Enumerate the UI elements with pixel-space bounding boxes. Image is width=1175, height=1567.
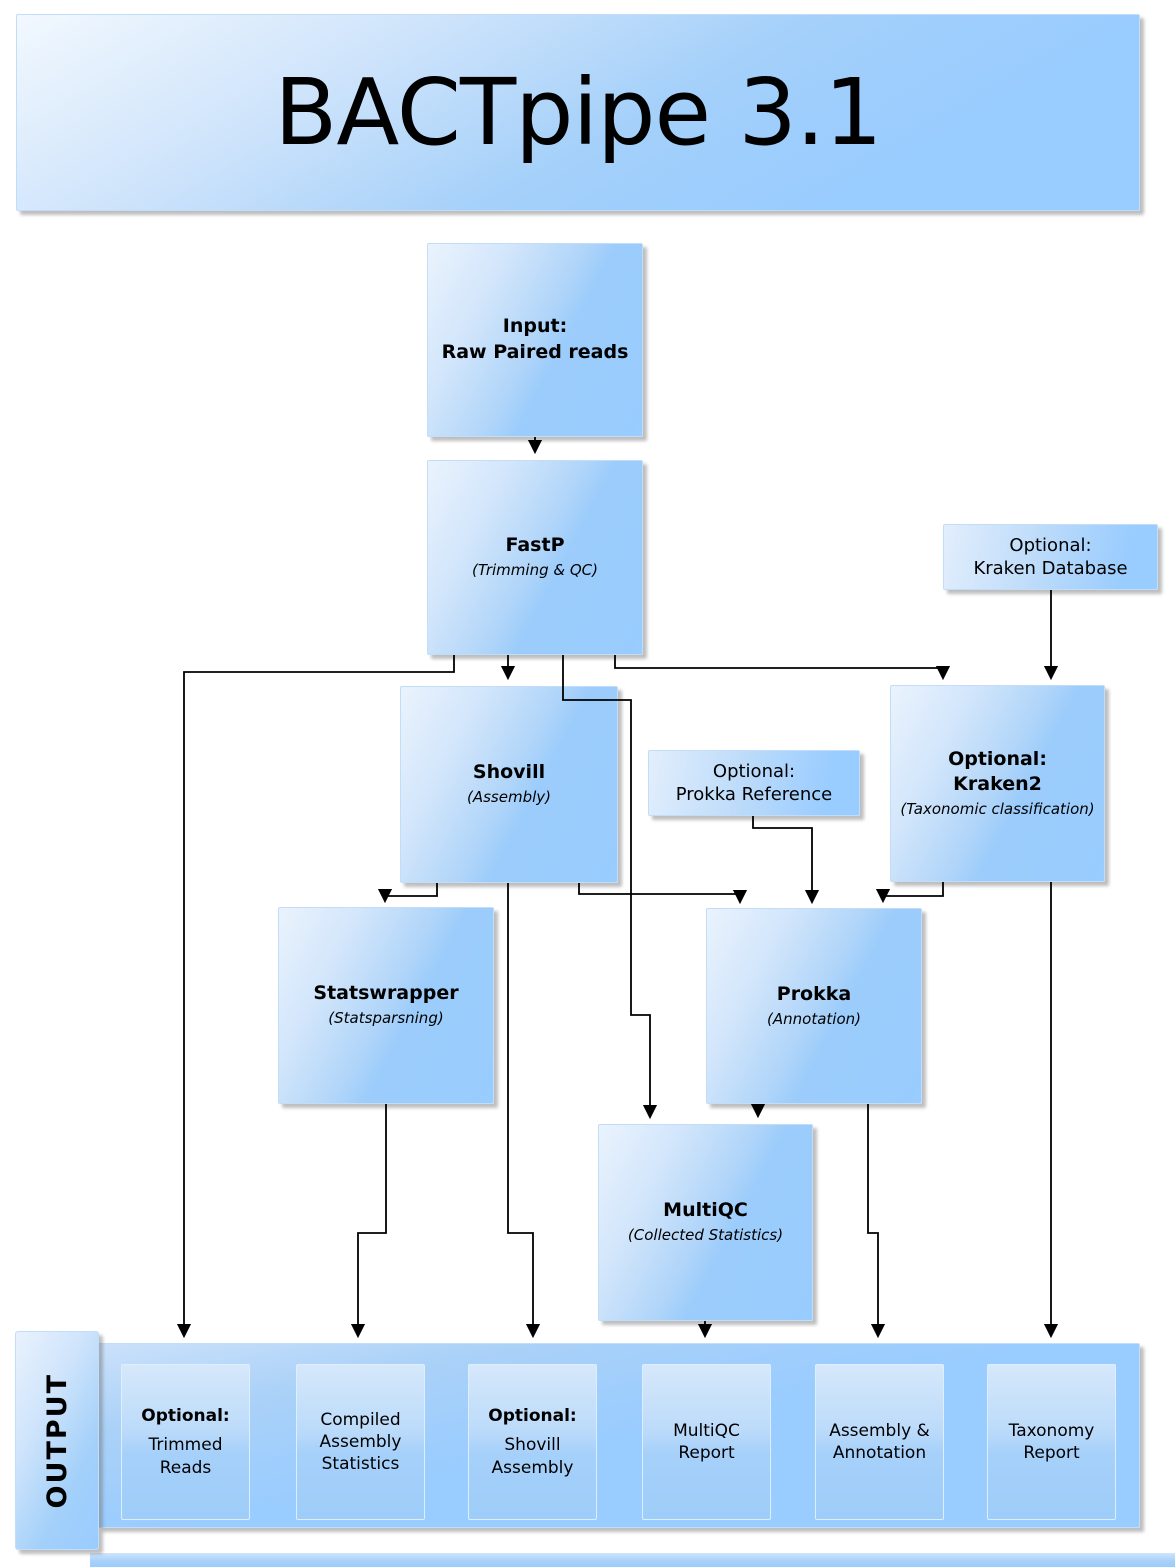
output-item-line: Assembly	[491, 1457, 574, 1478]
output-item-line: Assembly &	[829, 1420, 930, 1441]
connector-shovill-to-shovill-assembly	[507, 883, 541, 1339]
output-item-line: Report	[1023, 1443, 1080, 1463]
connector-prokka-to-assembly-annotation	[867, 1104, 886, 1339]
connector-kraken2-to-prokka	[875, 882, 944, 904]
node-input-raw-paired-reads: Input: Raw Paired reads	[427, 243, 643, 437]
node-fastp-subtitle: (Trimming & QC)	[472, 561, 598, 580]
output-section-label: OUTPUT	[15, 1331, 99, 1550]
node-kraken2: Optional: Kraken2 (Taxonomic classificat…	[890, 685, 1105, 882]
connector-shovill-to-statswrapper	[377, 883, 438, 904]
output-item-trimmed-reads: Optional: Trimmed Reads	[121, 1364, 250, 1520]
node-kraken-database-line1: Optional:	[1009, 534, 1092, 556]
node-prokka-reference: Optional: Prokka Reference	[648, 750, 860, 816]
output-item-line: Assembly	[319, 1431, 402, 1452]
node-prokka-title: Prokka	[776, 982, 852, 1005]
node-input-line2: Raw Paired reads	[441, 341, 629, 363]
output-item-line: Reads	[159, 1457, 212, 1478]
node-multiqc: MultiQC (Collected Statistics)	[598, 1124, 813, 1321]
node-prokka-subtitle: (Annotation)	[767, 1009, 861, 1028]
node-prokka-reference-line2: Prokka Reference	[675, 784, 833, 805]
output-item-line: Taxonomy	[1008, 1420, 1095, 1441]
node-statswrapper-subtitle: (Statsparsning)	[328, 1009, 444, 1028]
connector-prokka-reference-to-prokka	[752, 816, 820, 905]
output-item-compiled-assembly-statistics: Compiled Assembly Statistics	[296, 1364, 425, 1520]
node-prokka: Prokka (Annotation)	[706, 908, 922, 1104]
page-title: BACTpipe 3.1	[274, 58, 882, 166]
node-kraken-database-line2: Kraken Database	[973, 558, 1128, 579]
output-item-prefix: Optional:	[141, 1406, 230, 1427]
output-item-assembly-annotation: Assembly & Annotation	[815, 1364, 944, 1520]
output-item-line: Statistics	[321, 1454, 400, 1475]
node-input-line1: Input:	[502, 315, 568, 338]
node-kraken2-line1: Optional:	[948, 747, 1047, 770]
output-item-line: Annotation	[832, 1443, 927, 1463]
node-multiqc-title: MultiQC	[663, 1199, 748, 1222]
node-fastp: FastP (Trimming & QC)	[427, 460, 643, 655]
node-prokka-reference-line1: Optional:	[712, 760, 796, 782]
node-statswrapper-title: Statswrapper	[313, 982, 459, 1005]
output-band: Optional: Trimmed Reads Compiled Assembl…	[98, 1343, 1140, 1528]
node-kraken2-line2: Kraken2	[953, 773, 1042, 796]
output-item-taxonomy-report: Taxonomy Report	[987, 1364, 1116, 1520]
output-item-line: Report	[678, 1443, 735, 1463]
title-banner: BACTpipe 3.1	[16, 14, 1140, 211]
output-item-line: Compiled	[320, 1409, 401, 1430]
connector-fastp-to-kraken2	[614, 655, 951, 681]
node-kraken-database: Optional: Kraken Database	[943, 524, 1158, 590]
node-kraken2-subtitle: (Taxonomic classification)	[900, 799, 1095, 818]
node-shovill-title: Shovill	[472, 761, 546, 784]
output-item-shovill-assembly: Optional: Shovill Assembly	[468, 1364, 597, 1520]
node-statswrapper: Statswrapper (Statsparsning)	[278, 907, 494, 1104]
node-shovill-subtitle: (Assembly)	[466, 788, 551, 807]
connector-statswrapper-to-compiled-statistics	[350, 1104, 387, 1339]
node-multiqc-subtitle: (Collected Statistics)	[627, 1226, 784, 1245]
output-label-text: OUTPUT	[41, 1372, 73, 1509]
output-item-line: Shovill	[504, 1435, 561, 1456]
output-item-line: Trimmed	[148, 1435, 223, 1456]
bottom-band-fragment	[90, 1553, 1175, 1567]
connector-shovill-to-prokka	[578, 883, 748, 905]
output-item-line: MultiQC	[673, 1420, 740, 1441]
node-shovill: Shovill (Assembly)	[400, 686, 618, 883]
output-item-prefix: Optional:	[488, 1406, 577, 1427]
node-fastp-title: FastP	[505, 534, 565, 557]
output-item-multiqc-report: MultiQC Report	[642, 1364, 771, 1520]
